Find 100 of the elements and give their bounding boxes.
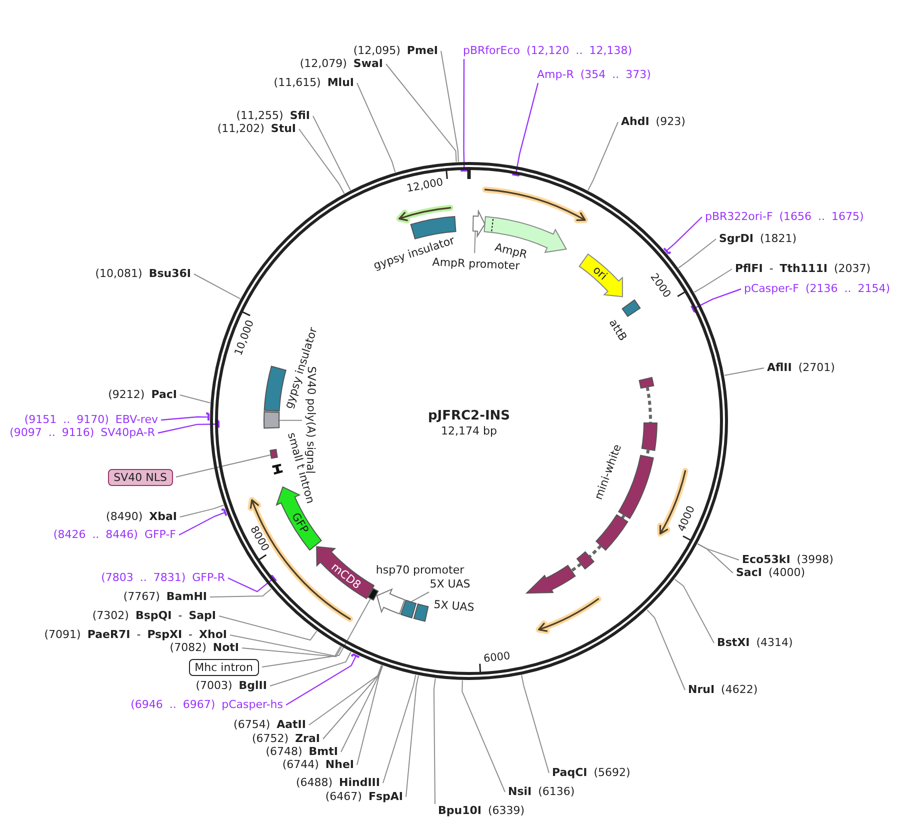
- leader-line: [312, 116, 351, 191]
- leader-line: [356, 665, 384, 766]
- primer-label: (9097 .. 9116) SV40pA-R: [10, 426, 155, 440]
- plasmid-name: pJFRC2-INS: [428, 410, 510, 422]
- restriction-site-label: SgrDI (1821): [719, 232, 797, 246]
- scale-label: 4000: [676, 504, 699, 534]
- feature-label: ori: [590, 263, 610, 283]
- leader-line: [690, 288, 742, 314]
- leader-line: [646, 609, 686, 690]
- restriction-site-label: (7767) BamHI: [123, 590, 207, 604]
- restriction-site-label: AflII (2701): [767, 361, 835, 375]
- scale-label: 6000: [483, 650, 512, 666]
- leader-line: [270, 652, 352, 686]
- primer-label: pBR322ori-F (1656 .. 1675): [705, 210, 864, 224]
- feature-label: hsp70 promoter: [376, 564, 464, 576]
- restriction-site-label: PflFI - Tth111I (2037): [735, 262, 871, 276]
- restriction-site-label: Bpu10I (6339): [438, 804, 525, 818]
- leader-line: [697, 543, 740, 560]
- restriction-site-label: NruI (4622): [688, 683, 758, 697]
- leader-line: [462, 680, 506, 792]
- restriction-site-label: (6488) HindIII: [296, 776, 380, 790]
- leader-line: [278, 420, 302, 421]
- leader-line: [308, 664, 382, 726]
- leader-line: [176, 454, 272, 478]
- leader-line: [242, 646, 342, 658]
- primer-label: pBRforEco (12,120 .. 12,138): [463, 44, 632, 58]
- restriction-site-label: (6754) AatII: [234, 718, 306, 732]
- primer-label: (6946 .. 6967) pCasper-hs: [130, 698, 283, 712]
- leader-line: [298, 128, 345, 194]
- primer-label: (8426 .. 8446) GFP-F: [53, 528, 176, 542]
- restriction-site-label: SacI (4000): [736, 566, 806, 580]
- restriction-site-label: (12,079) SwaI: [300, 57, 383, 71]
- restriction-site-label: (7003) BglII: [196, 679, 267, 693]
- primer-label: (7803 .. 7831) GFP-R: [101, 571, 225, 585]
- leader-line: [474, 230, 476, 254]
- restriction-site-label: (7082) NotI: [170, 641, 239, 655]
- feature-label: 5X UAS: [434, 598, 476, 614]
- restriction-site-label: (10,081) Bsu36I: [95, 267, 191, 281]
- leader-line: [511, 82, 539, 177]
- restriction-site-label: (8490) XbaI: [106, 510, 177, 524]
- leader-line: [356, 82, 396, 173]
- leader-line: [674, 578, 714, 644]
- scale-label: 12,000: [406, 176, 445, 196]
- leader-line: [158, 420, 220, 434]
- leader-line: [724, 368, 764, 376]
- leader-line: [460, 59, 469, 172]
- restriction-site-label: (6744) NheI: [282, 758, 354, 772]
- leader-line: [194, 274, 241, 300]
- leader-line: [406, 675, 419, 798]
- restriction-site-label: Eco53kI (3998): [742, 553, 834, 567]
- restriction-site-label: (11,615) MluI: [274, 76, 354, 90]
- leader-line: [678, 238, 716, 268]
- leader-line: [180, 394, 211, 404]
- leader-line: [697, 544, 734, 574]
- leader-line: [218, 616, 318, 641]
- promoter-feature: [471, 209, 487, 238]
- leader-line: [262, 598, 372, 668]
- primer-label: (9151 .. 9170) EBV-rev: [24, 413, 158, 427]
- restriction-site-label: (6752) ZraI: [252, 732, 320, 746]
- restriction-site-label: (9212) PacI: [108, 388, 177, 402]
- feature-label: 5X UAS: [430, 578, 470, 590]
- leader-line: [386, 64, 457, 162]
- leader-line: [382, 674, 416, 784]
- restriction-site-label: (11,255) SfiI: [236, 109, 310, 123]
- restriction-site-label: (11,202) StuI: [217, 122, 296, 136]
- leader-line: [433, 678, 436, 804]
- leader-line: [587, 122, 618, 191]
- feature-block: [268, 447, 279, 460]
- restriction-site-label: (12,095) PmeI: [353, 44, 438, 58]
- restriction-site-label: (7091) PaeR7I - PspXI - XhoI: [44, 628, 227, 642]
- leader-line: [440, 50, 459, 162]
- leader-line: [160, 412, 210, 422]
- leader-line: [228, 574, 278, 592]
- restriction-site-label: PaqCI (5692): [552, 766, 630, 780]
- leader-line: [340, 665, 383, 752]
- leader-line: [178, 508, 228, 536]
- restriction-site-label: (7302) BspQI - SapI: [92, 609, 216, 623]
- feature-tag: SV40 NLS: [108, 469, 173, 486]
- leader-line: [286, 653, 360, 706]
- feature-block: [399, 598, 418, 620]
- leader-line: [663, 216, 702, 255]
- leader-line: [521, 674, 550, 774]
- restriction-site-label: (6748) BmtI: [266, 745, 338, 759]
- sequence-length: 12,174 bp: [441, 424, 497, 438]
- feature-tag: Mhc intron: [188, 659, 259, 676]
- primer-label: Amp-R (354 .. 373): [537, 68, 651, 82]
- leader-line: [410, 592, 430, 602]
- leader-line: [230, 634, 341, 657]
- leader-line: [210, 588, 272, 598]
- restriction-site-label: NsiI (6136): [508, 785, 575, 799]
- feature-block: [262, 410, 281, 430]
- restriction-site-label: (6467) FspAI: [325, 790, 403, 804]
- restriction-site-label: BstXI (4314): [717, 636, 793, 650]
- feature-label: GFP: [288, 510, 311, 536]
- primer-label: pCasper-F (2136 .. 2154): [744, 282, 890, 296]
- feature-block: [366, 586, 380, 602]
- restriction-site-label: AhdI (923): [621, 115, 686, 129]
- leader-line: [694, 268, 732, 293]
- leader-line: [180, 504, 224, 518]
- feature-label: AmpR: [494, 240, 529, 262]
